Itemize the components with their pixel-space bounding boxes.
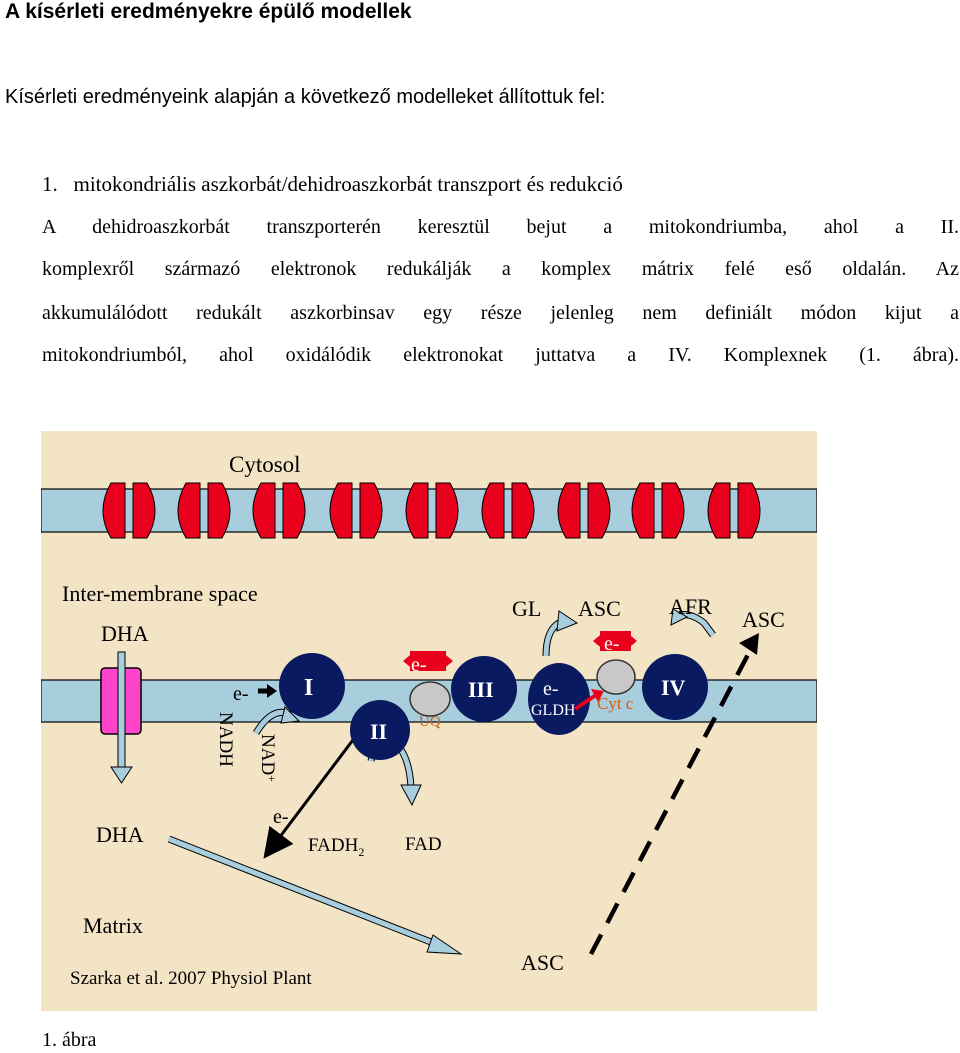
figure-caption: 1. ábra — [42, 1029, 96, 1052]
nadh-label: NADH — [215, 712, 236, 767]
complex-iii-label: III — [468, 677, 494, 702]
matrix-label: Matrix — [83, 913, 143, 938]
complex-i-label: I — [304, 675, 313, 701]
cyt-c — [597, 660, 635, 694]
dha-bottom-label: DHA — [96, 822, 144, 847]
fadh2-label: FADH2 — [308, 835, 364, 859]
paragraph-line-1: A dehidroaszkorbát transzporterén keresz… — [42, 216, 959, 239]
section-number: 1. — [42, 172, 58, 196]
gldh-label: GLDH — [531, 702, 576, 719]
dha-transport-arrow — [118, 652, 125, 767]
dha-top-label: DHA — [101, 621, 149, 646]
cytc-label: Cyt c — [597, 694, 634, 713]
figure-diagram: Cytosol Inter-membrane space DHA DHA Mat… — [41, 431, 817, 1011]
gl-label: GL — [512, 596, 541, 621]
complex-ii-label: II — [370, 719, 387, 744]
paragraph-line-4: mitokondriumból, ahol oxidálódik elektro… — [42, 344, 959, 367]
dha-matrix-arrow — [169, 839, 441, 946]
paragraph-line-2: komplexről származó elektronok redukáljá… — [42, 258, 959, 281]
gldh-enzyme — [528, 663, 590, 735]
mitochondria-figure: Cytosol Inter-membrane space DHA DHA Mat… — [41, 431, 817, 1011]
intro-text: Kísérleti eredményeink alapján a követke… — [5, 86, 605, 109]
uq-label: UQ — [419, 714, 441, 730]
e-minus-cytc: e- — [604, 633, 620, 655]
outer-membrane — [41, 489, 817, 532]
paragraph-line-3: akkumulálódott redukált aszkorbinsav egy… — [42, 302, 959, 325]
afr-label: AFR — [669, 594, 712, 619]
section-title: 1. mitokondriális aszkorbát/dehidroaszko… — [42, 172, 623, 197]
e-minus-uq: e- — [411, 654, 427, 676]
uq-carrier — [410, 682, 450, 716]
e-minus-nadh: e- — [233, 683, 249, 705]
citation-label: Szarka et al. 2007 Physiol Plant — [70, 968, 312, 989]
dha-transport-arrowhead — [111, 767, 132, 783]
section-title-text: mitokondriális aszkorbát/dehidroaszkorbá… — [74, 172, 623, 196]
intermembrane-label: Inter-membrane space — [62, 581, 258, 606]
page-heading: A kísérleti eredményekre épülő modellek — [5, 0, 412, 24]
asc-dashed-arrowhead — [739, 633, 759, 655]
asc-label-gldh: ASC — [578, 596, 621, 621]
e-minus-gldh: e- — [543, 678, 559, 700]
fad-label: FAD — [405, 834, 442, 855]
complex-iv-label: IV — [661, 675, 686, 700]
nad-plus-label: NAD+ — [257, 734, 279, 782]
asc-bottom-label: ASC — [521, 950, 564, 975]
cytosol-label: Cytosol — [229, 452, 301, 477]
e-minus-matrix: e- — [273, 806, 289, 828]
dha-matrix-arrowhead — [427, 935, 461, 954]
asc-label-iv: ASC — [742, 607, 785, 632]
